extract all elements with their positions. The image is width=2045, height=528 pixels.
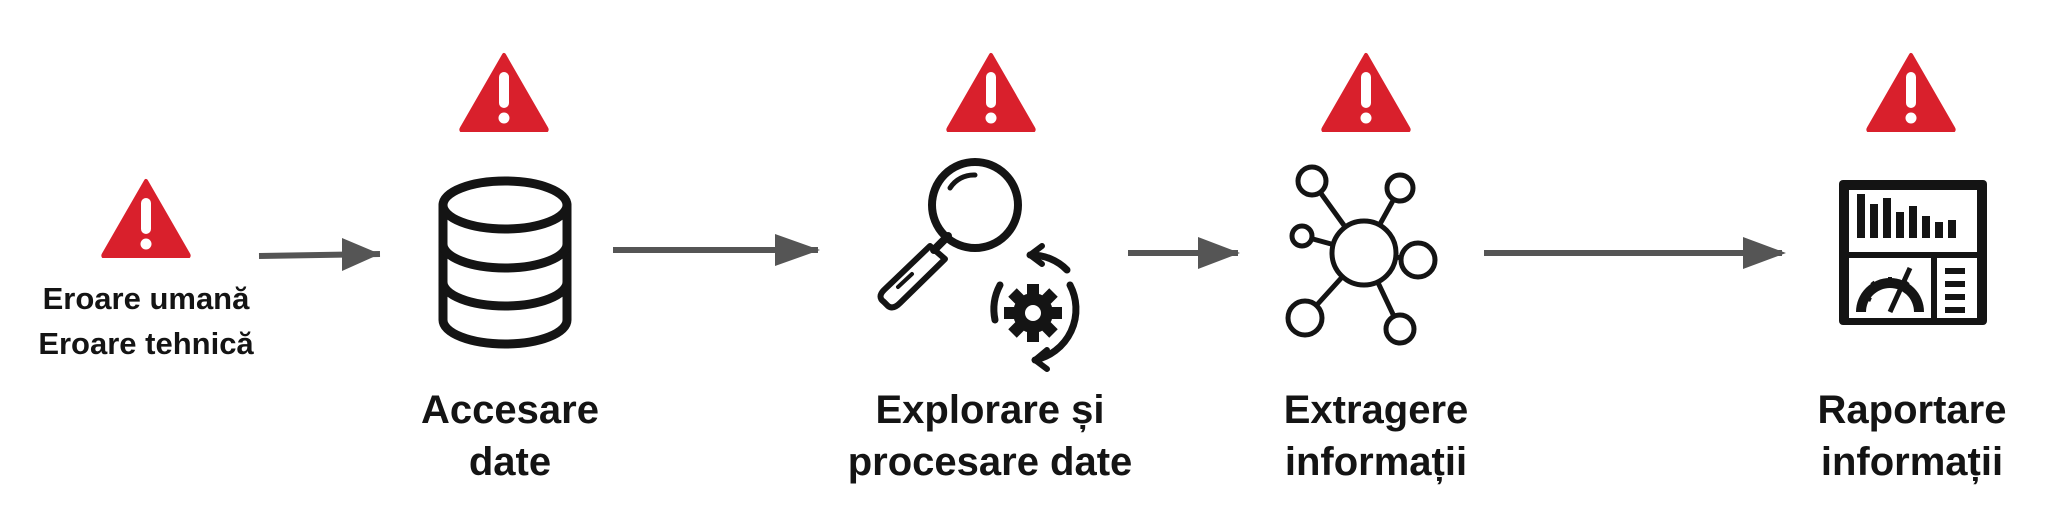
step-label-report: Raportare informații: [1792, 384, 2032, 488]
database-icon: [438, 176, 572, 349]
source-line-2: Eroare tehnică: [38, 326, 254, 361]
dashboard-icon: [1839, 180, 1987, 325]
warning-icon-source: [101, 179, 191, 258]
step-report-line-1: Raportare: [1817, 388, 2007, 432]
warning-icon-access: [459, 53, 549, 132]
step-label-explore: Explorare și procesare date: [830, 384, 1150, 488]
step-access-line-2: date: [468, 440, 552, 484]
source-line-1: Eroare umană: [42, 281, 250, 316]
network-icon: [1285, 164, 1438, 346]
source-label: Eroare umană Eroare tehnică: [0, 276, 292, 366]
warning-icon-explore: [946, 53, 1036, 132]
step-explore-line-2: procesare date: [847, 440, 1133, 484]
step-extract-line-2: informații: [1284, 440, 1468, 484]
magnifier-gear-icon: [877, 158, 1080, 372]
warning-icon-extract: [1321, 53, 1411, 132]
step-access-line-1: Accesare: [421, 388, 599, 432]
flow-arrows: [258, 234, 1786, 271]
step-label-access: Accesare date: [390, 384, 630, 488]
step-extract-line-1: Extragere: [1283, 388, 1469, 432]
step-explore-line-1: Explorare și: [875, 388, 1105, 432]
step-label-extract: Extragere informații: [1256, 384, 1496, 488]
warning-icon-report: [1866, 53, 1956, 132]
step-report-line-2: informații: [1820, 440, 2004, 484]
